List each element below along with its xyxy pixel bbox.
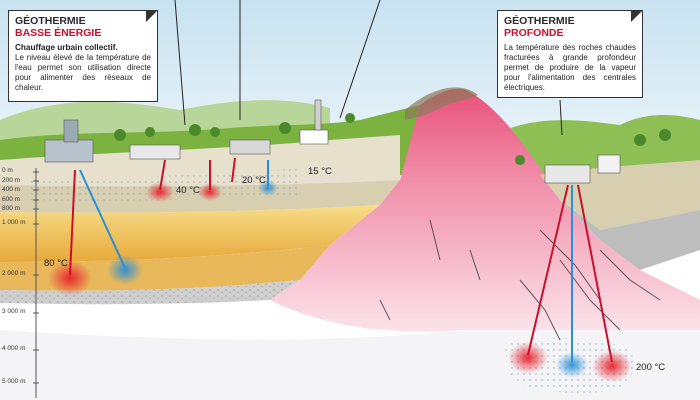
- depth-400m: 400 m: [2, 186, 21, 193]
- gravel-texture: [0, 280, 300, 305]
- depth-800m: 800 m: [2, 205, 21, 212]
- depth-5000m: 5 000 m: [2, 378, 26, 385]
- temp-80: 80 °C: [44, 258, 68, 269]
- depth-3000m: 3 000 m: [2, 308, 26, 315]
- depth-0m: 0 m: [2, 167, 13, 174]
- callout-low-energy: GÉOTHERMIE BASSE ÉNERGIE Chauffage urbai…: [8, 10, 158, 102]
- corner-fold-icon: [631, 10, 643, 22]
- pointer-lines: [174, 0, 563, 136]
- temp-200: 200 °C: [636, 362, 666, 373]
- cold-spot-20: [258, 180, 278, 196]
- right-valley-layer: [560, 200, 700, 270]
- aquifer-layer: [0, 205, 380, 262]
- trees: [114, 113, 671, 165]
- callout-deep-body: La température des roches chaudes fractu…: [504, 43, 636, 92]
- depth-ticks: [33, 171, 39, 384]
- depth-200m: 200 m: [2, 177, 21, 184]
- depth-600m: 600 m: [2, 196, 21, 203]
- depth-1000m: 1 000 m: [2, 219, 26, 226]
- mountain-top-vegetation: [405, 87, 478, 120]
- depth-2000m: 2 000 m: [2, 270, 26, 277]
- callout-low-heading: Chauffage urbain collectif.: [15, 43, 118, 52]
- callout-deep-subtitle: PROFONDE: [504, 27, 564, 39]
- cold-spot-80: [107, 255, 143, 285]
- callout-low-body: Le niveau élevé de la température de l'e…: [15, 53, 151, 92]
- corner-fold-icon: [146, 10, 158, 22]
- callout-deep: GÉOTHERMIE PROFONDE La température des r…: [497, 10, 643, 98]
- cold-spot-200: [556, 352, 588, 378]
- temp-40: 40 °C: [176, 185, 200, 196]
- callout-deep-title: GÉOTHERMIE: [504, 15, 575, 27]
- depth-4000m: 4 000 m: [2, 345, 26, 352]
- buildings: [44, 99, 621, 184]
- fracture-lines: [379, 219, 661, 341]
- temp-20: 20 °C: [242, 175, 266, 186]
- hot-spot-200a: [508, 342, 548, 374]
- wells: [69, 157, 613, 363]
- hot-spot-200b: [592, 350, 632, 382]
- hot-spot-40b: [198, 183, 222, 201]
- hot-spot-40a: [146, 182, 174, 202]
- callout-low-title: GÉOTHERMIE: [15, 15, 86, 27]
- hot-spot-80: [48, 260, 92, 296]
- temp-15: 15 °C: [308, 166, 332, 177]
- callout-low-subtitle: BASSE ÉNERGIE: [15, 27, 102, 39]
- granite-mountain: [270, 88, 700, 332]
